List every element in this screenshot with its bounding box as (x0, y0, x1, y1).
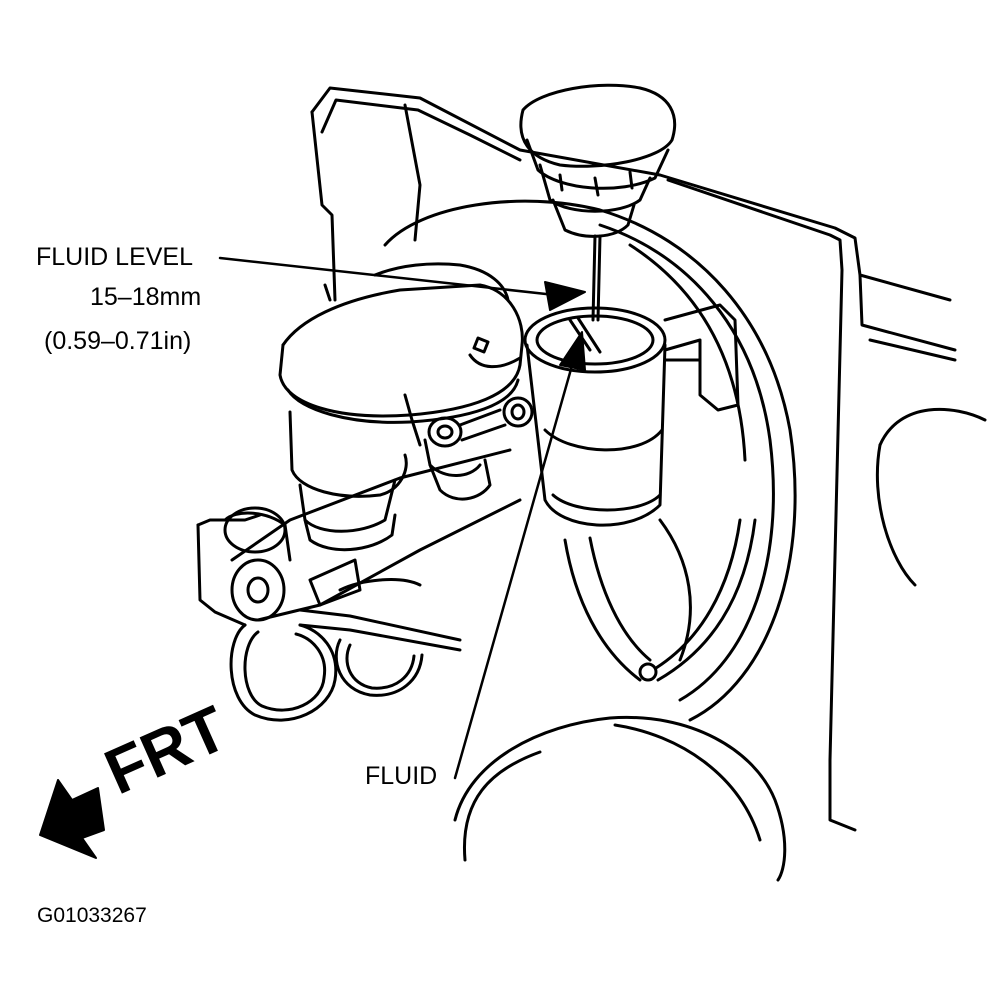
fluid-arrow-icon (559, 331, 586, 371)
fluid-level-arrows (544, 281, 586, 371)
callout-leaders (220, 258, 575, 778)
figure-id: G01033267 (37, 904, 147, 927)
fluid-label: FLUID (365, 762, 438, 790)
secondary-reservoir (470, 236, 738, 525)
reservoir-cap (521, 85, 675, 236)
fluid-level-label: FLUID LEVEL (36, 243, 194, 271)
lower-arc (455, 717, 785, 880)
master-cylinder-reservoir (280, 264, 522, 496)
fluid-level-leader (220, 258, 555, 295)
firewall-panel (312, 88, 955, 830)
fluid-level-arrow-icon (544, 281, 586, 311)
fluid-level-range-in: (0.59–0.71in) (44, 327, 192, 355)
brake-lines (198, 515, 460, 720)
wheelwell (877, 409, 985, 585)
brake-booster (385, 201, 795, 720)
brake-fittings (300, 398, 532, 550)
fluid-leader (455, 355, 575, 778)
vacuum-hose (565, 520, 755, 682)
front-arrow-icon (39, 779, 105, 859)
fluid-level-range-mm: 15–18mm (90, 283, 202, 311)
front-direction-arrow (39, 779, 105, 859)
cylinder-bore (225, 450, 520, 620)
